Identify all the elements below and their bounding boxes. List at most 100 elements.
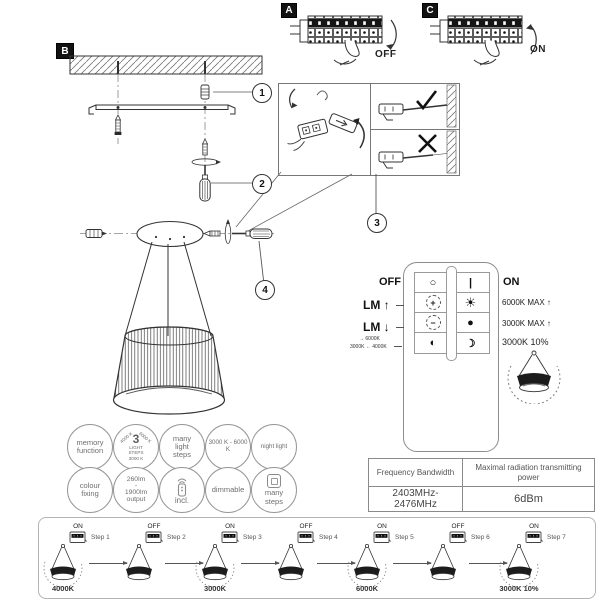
switch-icon bbox=[145, 531, 163, 543]
screw-icon bbox=[114, 114, 122, 135]
arrow-icon bbox=[89, 561, 128, 565]
badge-line: STEPS bbox=[128, 449, 144, 455]
arrow-icon bbox=[393, 561, 432, 565]
remote-off-label: OFF bbox=[379, 276, 401, 288]
canopy-fixing-illustration bbox=[80, 219, 274, 248]
wall bbox=[446, 84, 457, 128]
tick-line bbox=[396, 327, 404, 328]
glowing-lamp-icon bbox=[507, 350, 561, 404]
switch-icon bbox=[525, 531, 543, 543]
correct-wiring-illustration bbox=[378, 84, 457, 128]
lamp-lit-icon bbox=[347, 544, 387, 588]
table-header-power: Maximal radiation transmitting power bbox=[463, 459, 594, 487]
badge-line: many bbox=[264, 488, 284, 498]
badge-line: 3000 K bbox=[128, 456, 144, 462]
night-light-button: ☽ bbox=[452, 333, 489, 353]
screw-icon bbox=[201, 138, 209, 156]
arrow-icon bbox=[317, 561, 356, 565]
badge-line: output bbox=[126, 496, 146, 504]
badge-line: function bbox=[76, 446, 104, 455]
table-header-frequency: Frequency Bandwidth bbox=[369, 459, 463, 487]
badge-arc-text: 4000 K bbox=[119, 430, 134, 445]
remote-icon bbox=[177, 478, 187, 497]
step-label: Step 4 bbox=[319, 534, 338, 541]
hand-icon bbox=[333, 58, 357, 66]
rotate-arrow-icon bbox=[289, 88, 296, 109]
cycle-top: → 6000K bbox=[359, 336, 380, 342]
wrong-wiring-illustration bbox=[378, 130, 457, 174]
switch-state-label: ON bbox=[73, 523, 83, 530]
switch-icon bbox=[449, 531, 467, 543]
wall-plug-icon bbox=[85, 229, 107, 238]
badge-line: 260lm bbox=[126, 476, 146, 484]
panel-a-state: OFF bbox=[375, 49, 397, 60]
bright-sun-icon: ☀ bbox=[464, 294, 477, 310]
ceiling-canopy bbox=[136, 220, 204, 248]
badge-line: memory bbox=[76, 437, 104, 447]
badge-line: incl. bbox=[174, 495, 190, 505]
switch-icon bbox=[297, 531, 315, 543]
callout-1: 1 bbox=[252, 83, 272, 103]
mounting-bracket bbox=[88, 104, 236, 115]
wall-plug-icon bbox=[200, 84, 210, 100]
step-label: Step 2 bbox=[167, 534, 186, 541]
section-label-b: B bbox=[56, 43, 74, 59]
remote-center-bar bbox=[446, 266, 457, 361]
badge-line: light bbox=[175, 441, 189, 451]
check-icon bbox=[416, 90, 438, 111]
breaker-panel-c-illustration bbox=[430, 15, 537, 66]
tick-line bbox=[394, 346, 402, 347]
right-wrong-box bbox=[370, 83, 460, 176]
half-circle-icon: ◐ bbox=[429, 337, 437, 349]
hand-icon bbox=[473, 58, 497, 66]
callout-4: 4 bbox=[255, 280, 275, 300]
badge-dimmable: dimmable bbox=[205, 467, 251, 513]
step-label: Step 1 bbox=[91, 534, 110, 541]
circle-off-icon: ○ bbox=[429, 276, 437, 289]
badge-line: steps bbox=[173, 450, 191, 460]
badge-many-light-steps: many light steps bbox=[159, 424, 205, 470]
callout-2: 2 bbox=[252, 174, 272, 194]
switch-state-label: ON bbox=[529, 523, 539, 530]
switch-state-label: OFF bbox=[451, 523, 465, 530]
step-label: Step 3 bbox=[243, 534, 262, 541]
suspension-wires bbox=[124, 241, 212, 337]
lamp-off-icon bbox=[126, 544, 152, 581]
badge-colour-fixing: colour fixing bbox=[67, 467, 113, 513]
connector-assembly-illustration bbox=[287, 88, 365, 151]
panel-c-state: ON bbox=[530, 44, 546, 55]
switch-icon bbox=[69, 531, 87, 543]
remote-3000k-max-label: 3000K MAX ↑ bbox=[502, 319, 551, 328]
lamp-lit-icon bbox=[499, 544, 539, 588]
turn-on-arrow-icon bbox=[530, 25, 537, 55]
moon-icon: ☽ bbox=[465, 337, 476, 350]
screwdriver-icon bbox=[224, 219, 273, 244]
switch-state-label: OFF bbox=[147, 523, 161, 530]
switch-state-label: OFF bbox=[299, 523, 313, 530]
terminal-connector-icon bbox=[287, 118, 329, 151]
badge-many-steps: many steps bbox=[251, 467, 297, 513]
pendant-lamp-illustration bbox=[112, 241, 226, 415]
switch-state-label: ON bbox=[225, 523, 235, 530]
badge-lumen-output: 260lm - 1900lm output bbox=[113, 467, 159, 513]
switch-state-label: ON bbox=[377, 523, 387, 530]
cycle-bottom: 3000K ← 4000K bbox=[350, 343, 387, 350]
breaker-panel-a-illustration bbox=[290, 15, 397, 66]
warm-white-button: ● bbox=[452, 313, 489, 333]
screwdriver-icon bbox=[191, 158, 221, 202]
remote-6000k-max-label: 6000K MAX ↑ bbox=[502, 298, 551, 307]
badge-line: steps bbox=[265, 496, 283, 506]
correct-wiring-panel bbox=[371, 84, 459, 130]
badge-3-light-steps: 4000 K 6000 K 3 LIGHT STEPS 3000 K bbox=[113, 424, 159, 470]
sun-plus-icon: + bbox=[425, 295, 441, 310]
badge-memory-function: memory function bbox=[67, 424, 113, 470]
finger-icon bbox=[484, 39, 500, 57]
power-on-button: | bbox=[452, 273, 489, 293]
terminal-connector-icon bbox=[378, 151, 404, 169]
tick-line bbox=[396, 305, 404, 306]
cable bbox=[402, 154, 434, 159]
remote-lm-down-label: LM ↓ bbox=[363, 320, 390, 334]
lamp-off-icon bbox=[430, 544, 456, 581]
lamp-lit-icon bbox=[43, 544, 83, 588]
